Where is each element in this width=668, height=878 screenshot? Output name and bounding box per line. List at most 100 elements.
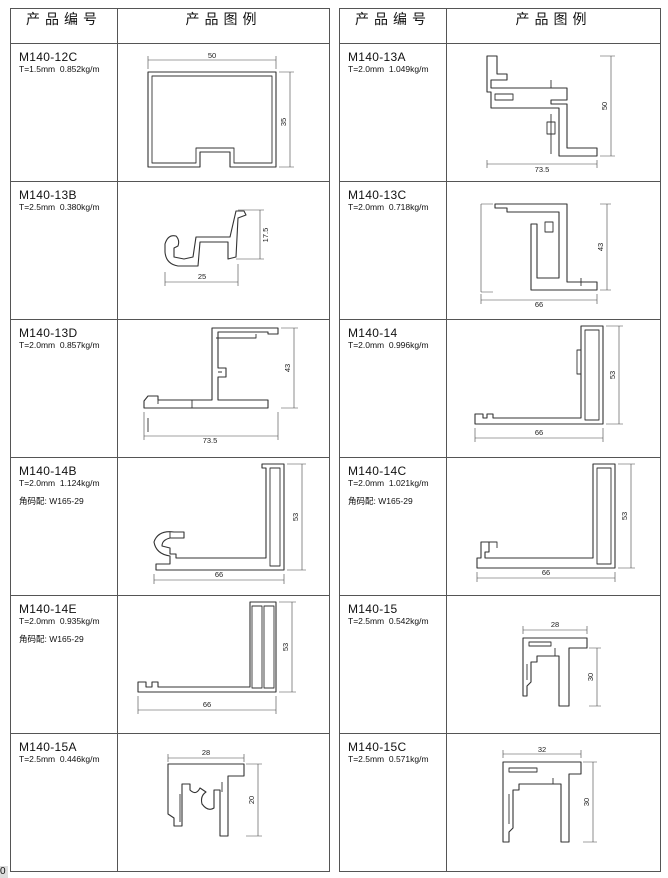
product-code: M140-13D — [19, 326, 78, 340]
table-row: M140-13D T=2.0mm 0.857kg/m 73.5 43 — [10, 319, 330, 458]
dimension-label: 73.5 — [535, 165, 550, 174]
product-figure: 28 30 — [446, 595, 661, 734]
dimension-label: 66 — [203, 700, 211, 709]
header-product-code: 产品编号 — [339, 8, 447, 44]
header-product-code: 产品编号 — [10, 8, 118, 44]
product-figure: 32 30 — [446, 733, 661, 872]
product-spec: T=1.5mm 0.852kg/m — [19, 64, 100, 74]
product-figure: 17.5 25 — [117, 181, 330, 320]
product-code: M140-13C — [348, 188, 407, 202]
dimension-label: 53 — [291, 513, 300, 521]
dimension-label: 73.5 — [203, 436, 218, 445]
product-info: M140-13C T=2.0mm 0.718kg/m — [339, 181, 447, 320]
corner-key-note: 角码配: W165-29 — [19, 496, 84, 506]
product-code: M140-14E — [19, 602, 77, 616]
product-spec: T=2.0mm 0.935kg/m — [19, 616, 100, 626]
product-figure: 66 53 — [446, 319, 661, 458]
table-row: M140-14C T=2.0mm 1.021kg/m 角码配: W165-29 … — [339, 457, 661, 596]
profile-drawing: 66 53 — [153, 463, 306, 584]
product-info: M140-13B T=2.5mm 0.380kg/m — [10, 181, 118, 320]
dimension-label: 66 — [215, 570, 223, 579]
product-info: M140-14E T=2.0mm 0.935kg/m 角码配: W165-29 — [10, 595, 118, 734]
product-info: M140-13D T=2.0mm 0.857kg/m — [10, 319, 118, 458]
dimension-label: 50 — [208, 51, 216, 60]
product-code: M140-14 — [348, 326, 398, 340]
product-code: M140-13B — [19, 188, 77, 202]
product-code: M140-15C — [348, 740, 407, 754]
table-row: M140-15C T=2.5mm 0.571kg/m 32 30 — [339, 733, 661, 872]
dimension-label: 66 — [535, 428, 543, 437]
product-figure: 50 35 — [117, 43, 330, 182]
product-spec: T=2.0mm 1.124kg/m — [19, 478, 100, 488]
product-code: M140-15 — [348, 602, 398, 616]
product-info: M140-14 T=2.0mm 0.996kg/m — [339, 319, 447, 458]
dimension-label: 28 — [202, 748, 210, 757]
profile-drawing: 28 20 — [167, 748, 262, 837]
product-info: M140-14B T=2.0mm 1.124kg/m 角码配: W165-29 — [10, 457, 118, 596]
product-spec: T=2.0mm 0.857kg/m — [19, 340, 100, 350]
product-spec: T=2.5mm 0.542kg/m — [348, 616, 429, 626]
table-row: M140-13C T=2.0mm 0.718kg/m 66 43 — [339, 181, 661, 320]
product-info: M140-14C T=2.0mm 1.021kg/m 角码配: W165-29 — [339, 457, 447, 596]
product-figure: 66 53 — [446, 457, 661, 596]
dimension-label: 53 — [281, 643, 290, 651]
dimension-label: 25 — [198, 272, 206, 281]
product-spec: T=2.5mm 0.571kg/m — [348, 754, 429, 764]
product-figure: 66 43 — [446, 181, 661, 320]
product-info: M140-15 T=2.5mm 0.542kg/m — [339, 595, 447, 734]
table-row: M140-14 T=2.0mm 0.996kg/m 66 53 — [339, 319, 661, 458]
table-row: M140-15A T=2.5mm 0.446kg/m 28 20 — [10, 733, 330, 872]
left-catalog-table: 产品编号 产品图例 M140-12C T=1.5mm 0.852kg/m 50 … — [10, 8, 330, 872]
product-figure: 73.5 43 — [117, 319, 330, 458]
product-spec: T=2.0mm 1.021kg/m — [348, 478, 429, 488]
product-code: M140-12C — [19, 50, 78, 64]
profile-drawing: 50 35 — [147, 51, 294, 168]
profile-drawing: 66 53 — [476, 463, 635, 582]
product-spec: T=2.0mm 0.996kg/m — [348, 340, 429, 350]
dimension-label: 53 — [608, 371, 617, 379]
dimension-label: 50 — [600, 102, 609, 110]
product-info: M140-12C T=1.5mm 0.852kg/m — [10, 43, 118, 182]
right-catalog-table: 产品编号 产品图例 M140-13A T=2.0mm 1.049kg/m 73.… — [339, 8, 661, 872]
dimension-label: 53 — [620, 512, 629, 520]
product-info: M140-13A T=2.0mm 1.049kg/m — [339, 43, 447, 182]
header-product-figure: 产品图例 — [117, 8, 330, 44]
product-figure: 66 53 — [117, 595, 330, 734]
page-number: 0 — [0, 866, 8, 878]
dimension-label: 35 — [279, 118, 288, 126]
product-info: M140-15A T=2.5mm 0.446kg/m — [10, 733, 118, 872]
profile-drawing: 66 53 — [137, 601, 296, 714]
dimension-label: 43 — [596, 243, 605, 251]
dimension-label: 30 — [586, 673, 595, 681]
table-row: M140-13A T=2.0mm 1.049kg/m 73.5 50 — [339, 43, 661, 182]
product-code: M140-15A — [19, 740, 77, 754]
product-code: M140-14B — [19, 464, 77, 478]
profile-drawing: 73.5 50 — [486, 55, 615, 174]
product-figure: 28 20 — [117, 733, 330, 872]
dimension-label: 17.5 — [261, 228, 270, 243]
dimension-label: 66 — [542, 568, 550, 577]
corner-key-note: 角码配: W165-29 — [19, 634, 84, 644]
corner-key-note: 角码配: W165-29 — [348, 496, 413, 506]
product-figure: 66 53 — [117, 457, 330, 596]
product-figure: 73.5 50 — [446, 43, 661, 182]
dimension-label: 20 — [247, 796, 256, 804]
product-spec: T=2.0mm 1.049kg/m — [348, 64, 429, 74]
product-info: M140-15C T=2.5mm 0.571kg/m — [339, 733, 447, 872]
dimension-label: 43 — [283, 364, 292, 372]
product-code: M140-14C — [348, 464, 407, 478]
table-row: M140-12C T=1.5mm 0.852kg/m 50 35 — [10, 43, 330, 182]
table-row: M140-13B T=2.5mm 0.380kg/m 17.5 25 — [10, 181, 330, 320]
product-code: M140-13A — [348, 50, 406, 64]
table-row: M140-14E T=2.0mm 0.935kg/m 角码配: W165-29 … — [10, 595, 330, 734]
table-row: M140-15 T=2.5mm 0.542kg/m 28 30 — [339, 595, 661, 734]
dimension-label: 32 — [538, 745, 546, 754]
dimension-label: 28 — [551, 620, 559, 629]
profile-drawing: 66 53 — [474, 325, 623, 442]
profile-drawing: 66 43 — [480, 203, 611, 309]
profile-drawing: 32 30 — [502, 745, 597, 843]
product-spec: T=2.5mm 0.446kg/m — [19, 754, 100, 764]
profile-drawing: 17.5 25 — [164, 209, 270, 286]
profile-drawing: 28 30 — [522, 620, 601, 707]
product-spec: T=2.5mm 0.380kg/m — [19, 202, 100, 212]
